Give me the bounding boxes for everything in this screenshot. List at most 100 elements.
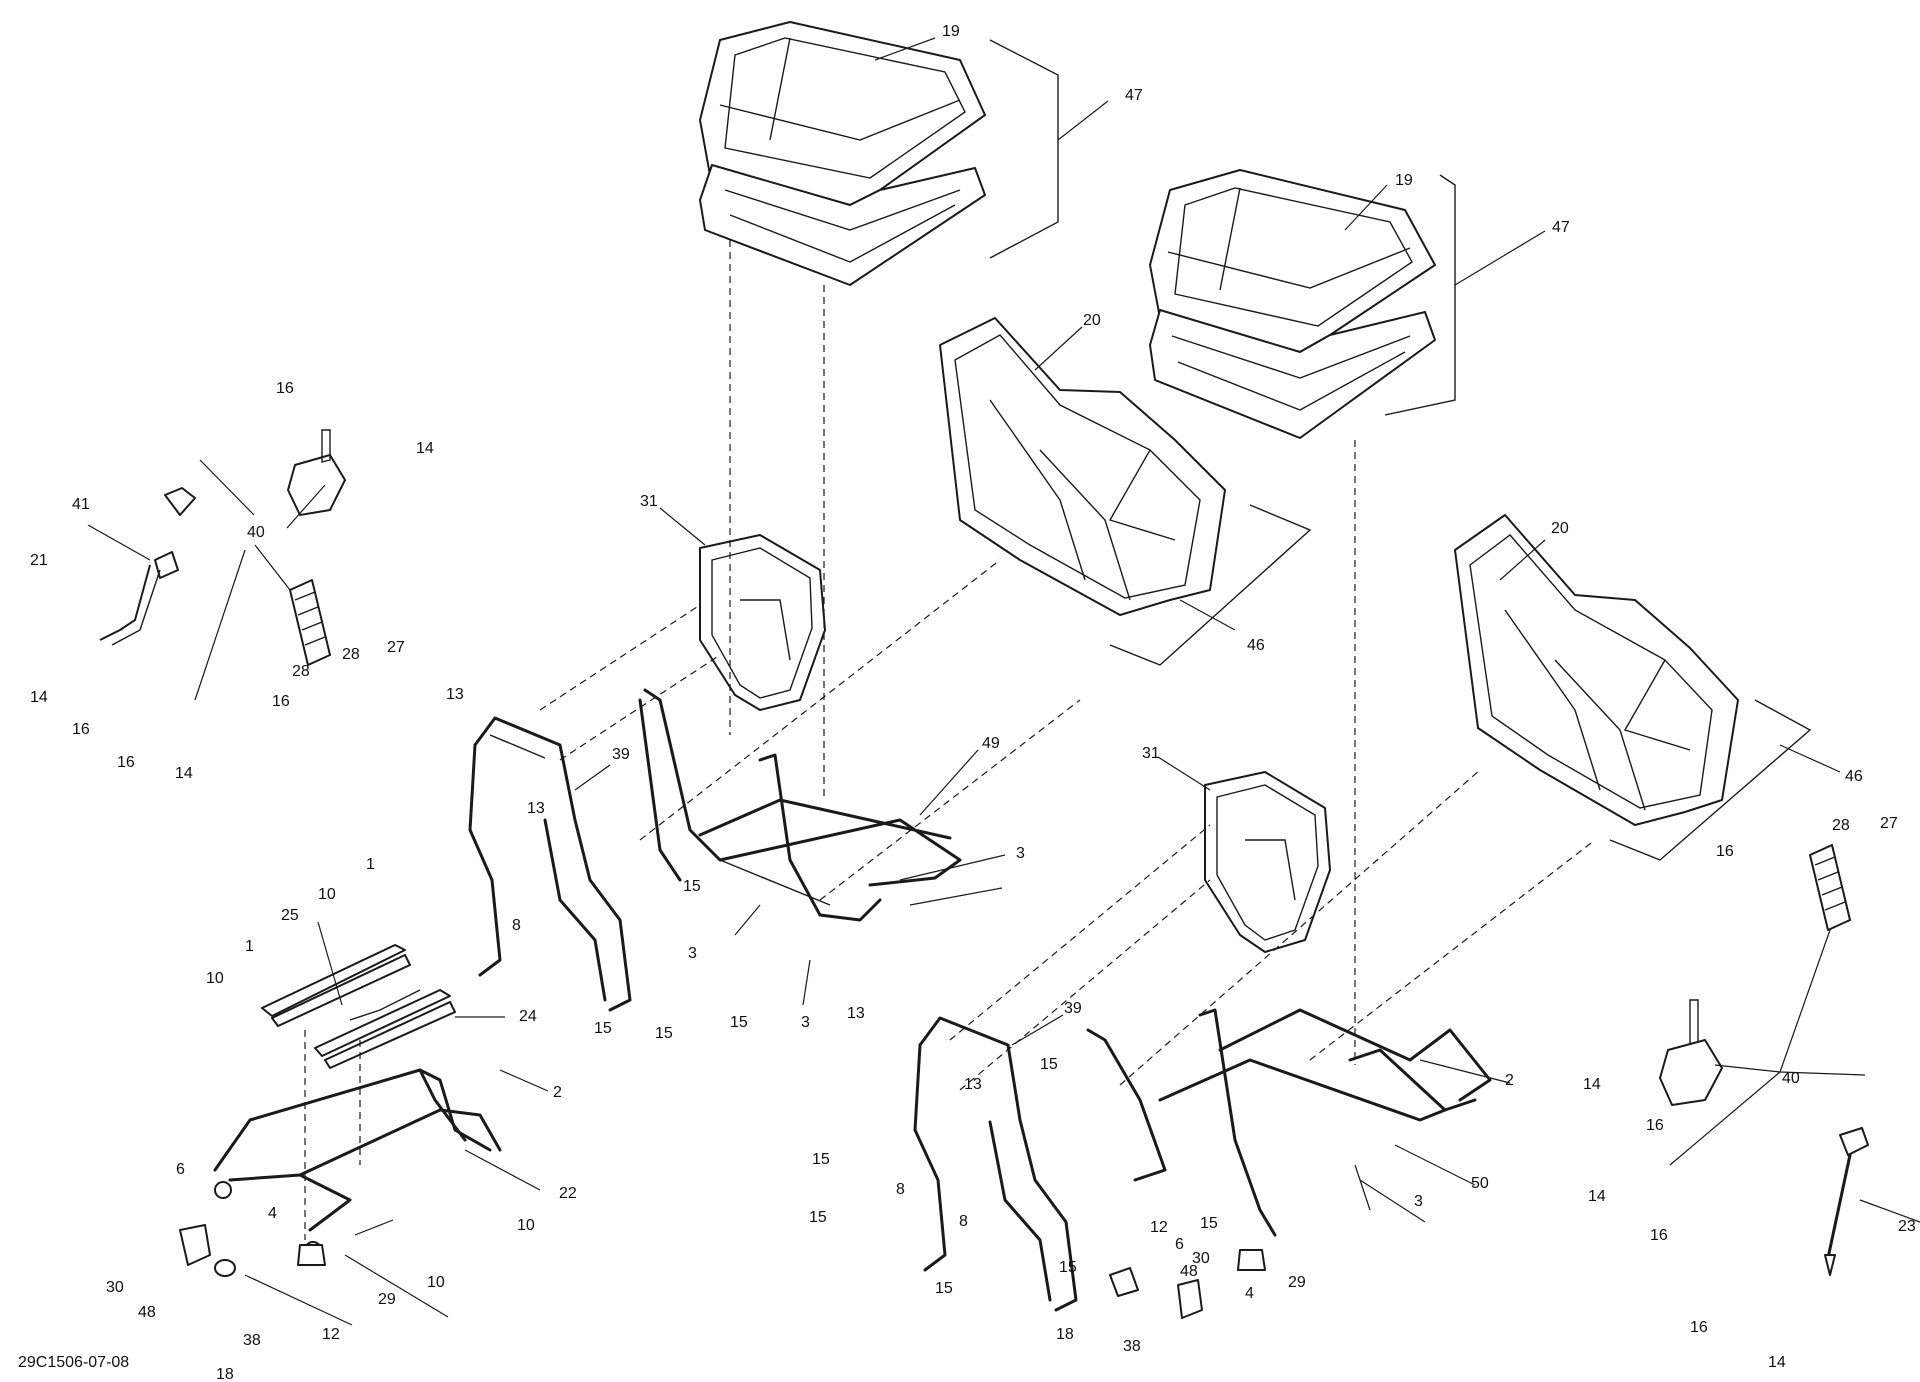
- callout-10: 10: [517, 1217, 535, 1234]
- seat-backrest-right: [1454, 514, 1739, 826]
- seat-upper-31-right: [1204, 771, 1331, 953]
- callout-16: 16: [117, 754, 135, 771]
- callout-6: 6: [1175, 1236, 1184, 1253]
- callout-18: 18: [216, 1366, 234, 1382]
- alignment-lines: [304, 240, 1596, 1240]
- callout-3: 3: [1414, 1193, 1423, 1210]
- callout-50: 50: [1471, 1175, 1489, 1192]
- callout-39: 39: [612, 746, 630, 763]
- callout-14: 14: [1583, 1076, 1601, 1093]
- callout-14: 14: [175, 765, 193, 782]
- callout-10: 10: [427, 1274, 445, 1291]
- callout-10: 10: [206, 970, 224, 987]
- callout-21: 21: [30, 552, 48, 569]
- seat-base-frame-49: [638, 688, 962, 922]
- seat-belt-23: [1824, 1127, 1869, 1276]
- callout-15: 15: [1059, 1259, 1077, 1276]
- callout-16: 16: [1716, 843, 1734, 860]
- callout-18: 18: [1056, 1326, 1074, 1343]
- callout-31: 31: [1142, 745, 1160, 762]
- seat-slide-rails: [261, 944, 456, 1069]
- callout-16: 16: [72, 721, 90, 738]
- callout-19: 19: [1395, 172, 1413, 189]
- callout-23: 23: [1898, 1218, 1916, 1235]
- side-frame-39-right: [913, 1016, 1078, 1312]
- callout-49: 49: [982, 735, 1000, 752]
- callout-16: 16: [276, 380, 294, 397]
- callout-15: 15: [730, 1014, 748, 1031]
- seat-backrest-left: [939, 317, 1226, 616]
- side-frame-39-left: [468, 716, 632, 1012]
- group-brackets: [989, 39, 1812, 861]
- callout-27: 27: [387, 639, 405, 656]
- callout-15: 15: [594, 1020, 612, 1037]
- callout-29: 29: [1288, 1274, 1306, 1291]
- callout-15: 15: [655, 1025, 673, 1042]
- figure-id: 29C1506-07-08: [18, 1354, 130, 1371]
- callout-12: 12: [322, 1326, 340, 1343]
- callout-15: 15: [935, 1280, 953, 1297]
- seat-cushion-right: [1149, 169, 1436, 439]
- callout-16: 16: [1650, 1227, 1668, 1244]
- callout-14: 14: [416, 440, 434, 457]
- seat-support-22: [213, 1068, 502, 1259]
- callout-46: 46: [1247, 637, 1265, 654]
- callout-40: 40: [1782, 1070, 1800, 1087]
- callout-4: 4: [268, 1205, 277, 1222]
- callout-39: 39: [1064, 1000, 1082, 1017]
- callout-47: 47: [1552, 219, 1570, 236]
- callout-20: 20: [1083, 312, 1101, 329]
- callout-31: 31: [640, 493, 658, 510]
- callout-13: 13: [446, 686, 464, 703]
- callout-40: 40: [247, 524, 265, 541]
- seat-base-frame-50: [1086, 1008, 1492, 1237]
- callout-14: 14: [30, 689, 48, 706]
- callout-38: 38: [1123, 1338, 1141, 1355]
- leader-lines: [87, 37, 1920, 1326]
- callout-28: 28: [342, 646, 360, 663]
- callout-16: 16: [1646, 1117, 1664, 1134]
- callout-46: 46: [1845, 768, 1863, 785]
- callout-20: 20: [1551, 520, 1569, 537]
- latch-48-right: [1109, 1267, 1203, 1319]
- callout-13: 13: [847, 1005, 865, 1022]
- bumper-29: [297, 1244, 1266, 1271]
- callout-22: 22: [559, 1185, 577, 1202]
- belt-guide-28-right: [1809, 844, 1851, 931]
- retractor-40-right: [1659, 999, 1723, 1106]
- callout-2: 2: [1505, 1072, 1514, 1089]
- retractor-40-left: [287, 429, 346, 516]
- callout-12: 12: [1150, 1219, 1168, 1236]
- callout-16: 16: [272, 693, 290, 710]
- callout-15: 15: [812, 1151, 830, 1168]
- callout-8: 8: [959, 1213, 968, 1230]
- callout-14: 14: [1768, 1354, 1786, 1371]
- callout-6: 6: [176, 1161, 185, 1178]
- callout-19: 19: [942, 23, 960, 40]
- callout-29: 29: [378, 1291, 396, 1308]
- callout-48: 48: [138, 1304, 156, 1321]
- callout-1: 1: [366, 856, 375, 873]
- callout-27: 27: [1880, 815, 1898, 832]
- callout-38: 38: [243, 1332, 261, 1349]
- callout-15: 15: [809, 1209, 827, 1226]
- callout-2: 2: [553, 1084, 562, 1101]
- callout-4: 4: [1245, 1285, 1254, 1302]
- callout-15: 15: [1040, 1056, 1058, 1073]
- callout-3: 3: [1016, 845, 1025, 862]
- callout-24: 24: [519, 1008, 537, 1025]
- callout-8: 8: [896, 1181, 905, 1198]
- seat-cushion-left: [699, 21, 986, 286]
- callout-1: 1: [245, 938, 254, 955]
- callout-48: 48: [1180, 1263, 1198, 1280]
- callout-labels: 19 47 19 47 20 20 46 46 31 31 39 39 49 5…: [30, 23, 1916, 1382]
- callout-8: 8: [512, 917, 521, 934]
- callout-10: 10: [318, 886, 336, 903]
- seat-belt-41: [99, 487, 196, 646]
- callout-15: 15: [1200, 1215, 1218, 1232]
- callout-14: 14: [1588, 1188, 1606, 1205]
- callout-13: 13: [527, 800, 545, 817]
- callout-28: 28: [292, 663, 310, 680]
- callout-3: 3: [801, 1014, 810, 1031]
